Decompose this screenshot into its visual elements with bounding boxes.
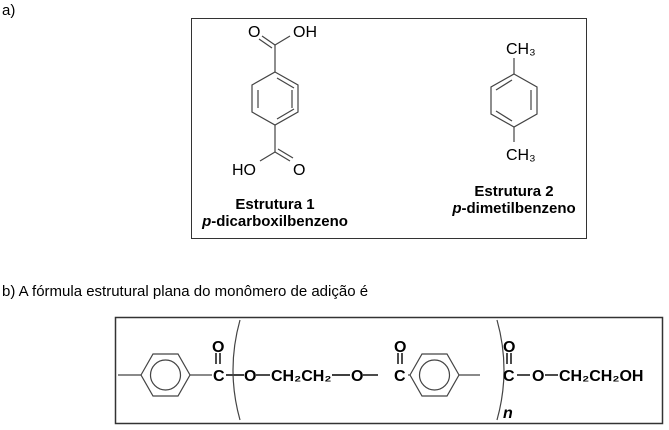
atom-o: O [503,339,515,356]
atom-ho: HO [232,162,256,179]
name-rest: -dimetilbenzeno [461,200,576,217]
polymer-formula [114,316,664,425]
atom-ch3-top: CH₃ [506,41,536,58]
structure1-caption: Estrutura 1 p-dicarboxilbenzeno [195,196,355,230]
structure1-title: Estrutura 1 [235,196,315,213]
atom-o: O [212,339,224,356]
name-prefix: p [202,213,212,230]
atom-oh: OH [293,24,317,41]
structure2-benzene-ring [490,58,538,142]
atom-o: O [532,368,544,385]
structure2-title: Estrutura 2 [474,183,554,200]
structure1-name: p-dicarboxilbenzeno [195,213,355,230]
group-ch2ch2oh: CH₂CH₂OH [559,368,643,385]
atom-ch3-bottom: CH₃ [506,147,536,164]
atom-c: C [503,368,515,385]
part-b-label: b) A fórmula estrutural plana do monômer… [2,283,369,300]
atom-o: O [293,162,305,179]
structure2-caption: Estrutura 2 p-dimetilbenzeno [440,183,588,217]
structures-box [191,18,587,239]
structure1-benzene-ring [251,35,299,162]
name-prefix: p [452,200,462,217]
name-rest: -dicarboxilbenzeno [211,213,348,230]
atom-o: O [351,368,363,385]
atom-o: O [394,339,406,356]
atom-c: C [213,368,225,385]
structure2-name: p-dimetilbenzeno [440,200,588,217]
group-ch2ch2: CH₂CH₂ [271,368,331,385]
part-a-label: a) [2,2,16,19]
atom-o: O [248,24,260,41]
atom-o: O [244,368,256,385]
repeat-n: n [503,405,513,422]
atom-c: C [394,368,406,385]
